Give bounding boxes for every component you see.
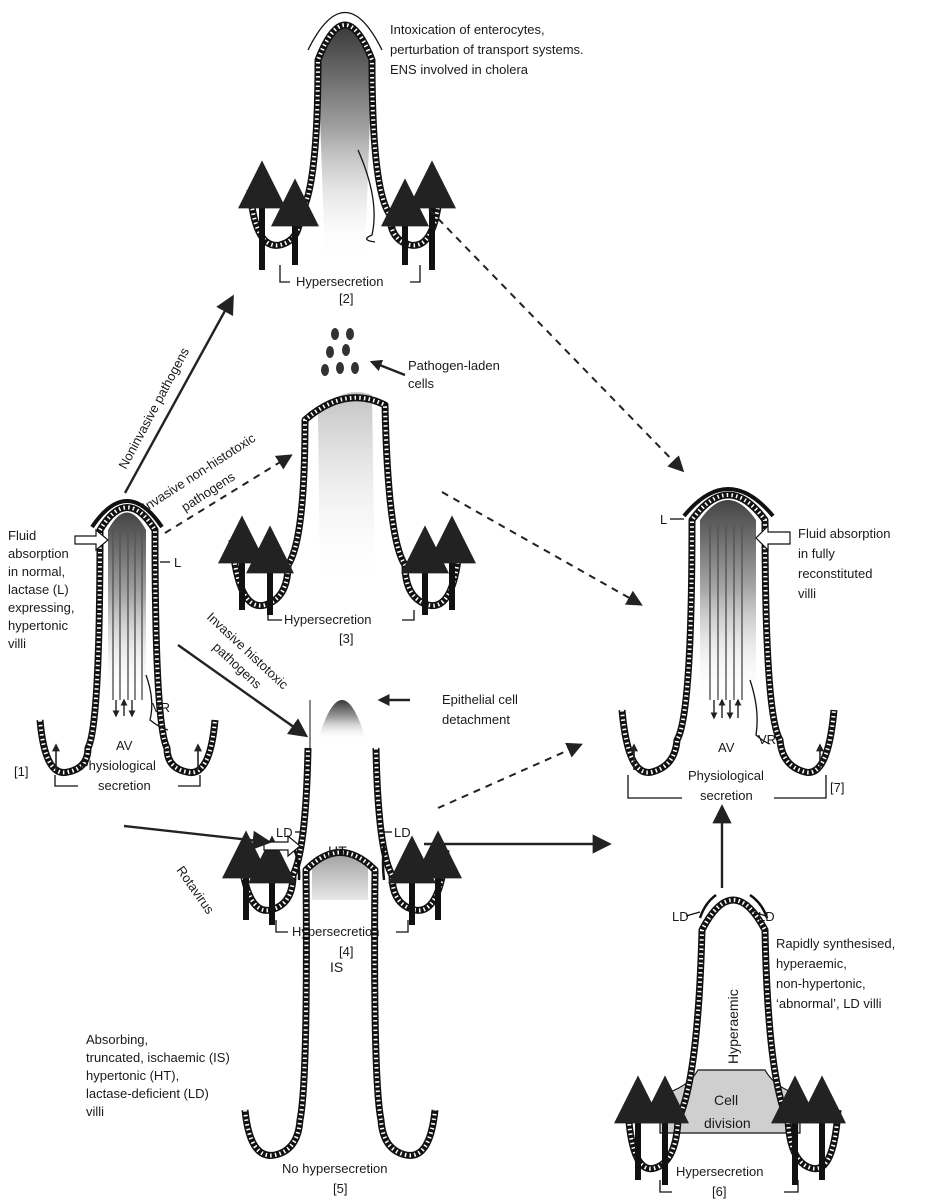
panel-1-vr: VR (152, 700, 170, 715)
panel-5-desc-5: villi (86, 1104, 104, 1119)
panel-2-desc-3: ENS involved in cholera (390, 62, 529, 77)
arrow-invasive-non-histotoxic (165, 456, 290, 533)
panel-1-secretion-1: Physiological (80, 758, 156, 773)
arrow-2-to-7 (420, 200, 682, 470)
panel-5-ld-right: LD (394, 825, 411, 840)
panel-7-desc-2: in fully (798, 546, 835, 561)
panel-6-secretion: Hypersecretion (676, 1164, 763, 1179)
panel-1-av: AV (116, 738, 133, 753)
panel-1-secretion-2: secretion (98, 778, 151, 793)
panel-6-desc-3: non-hypertonic, (776, 976, 866, 991)
panel-4-note-2: detachment (442, 712, 510, 727)
panel-2-desc-1: Intoxication of enterocytes, (390, 22, 545, 37)
panel-7-av: AV (718, 740, 735, 755)
panel-1-lactase: L (174, 555, 181, 570)
panel-3-secretion: Hypersecretion (284, 612, 371, 627)
panel-7-lactase: L (660, 512, 667, 527)
panel-6-division-1: Cell (714, 1092, 738, 1108)
panel-6-desc-2: hyperaemic, (776, 956, 847, 971)
panel-2-number: [2] (339, 291, 353, 306)
panel-5-is: IS (330, 959, 343, 975)
panel-3-note-1: Pathogen-laden (408, 358, 500, 373)
label-rotavirus: Rotavirus (174, 863, 218, 917)
arrow-rotavirus (124, 826, 268, 842)
panel-3-number: [3] (339, 631, 353, 646)
panel-2-desc-2: perturbation of transport systems. (390, 42, 584, 57)
panel-7-secretion-1: Physiological (688, 768, 764, 783)
panel-6-core-label: Hyperaemic (725, 989, 741, 1064)
panel-7-desc-3: reconstituted (798, 566, 872, 581)
panel-6-number: [6] (712, 1184, 726, 1199)
panel-1-desc-3: in normal, (8, 564, 65, 579)
panel-4-note-1: Epithelial cell (442, 692, 518, 707)
panel-1-number: [1] (14, 764, 28, 779)
panel-5-ht: HT (328, 843, 347, 859)
panel-1-desc-7: villi (8, 636, 26, 651)
panel-2-secretion: Hypersecretion (296, 274, 383, 289)
panel-6-desc-1: Rapidly synthesised, (776, 936, 895, 951)
panel-7-desc-4: villi (798, 586, 816, 601)
panel-1-desc-6: hypertonic (8, 618, 68, 633)
panel-6-desc-4: ‘abnormal’, LD villi (776, 996, 882, 1011)
panel-1-desc-4: lactase (L) (8, 582, 69, 597)
panel-1-desc-5: expressing, (8, 600, 74, 615)
panel-5-number: [5] (333, 1181, 347, 1196)
panel-7-secretion-2: secretion (700, 788, 753, 803)
label-noninvasive: Noninvasive pathogens (115, 345, 192, 472)
panel-1-desc-1: Fluid (8, 528, 36, 543)
panel-5-secretion: No hypersecretion (282, 1161, 388, 1176)
arrow-3-to-7 (442, 492, 640, 604)
panel-5-desc-4: lactase-deficient (LD) (86, 1086, 209, 1101)
panel-6-division-2: division (704, 1115, 751, 1131)
arrow-4-to-7 (438, 745, 580, 808)
panel-7-vr: VR (758, 732, 776, 747)
panel-6-ld-left: LD (672, 909, 689, 924)
panel-5-desc-1: Absorbing, (86, 1032, 148, 1047)
panel-5-desc-3: hypertonic (HT), (86, 1068, 179, 1083)
panel-7-number: [7] (830, 780, 844, 795)
panel-4-number: [4] (339, 944, 353, 959)
panel-3-note-2: cells (408, 376, 435, 391)
panel-5-ld-left: LD (276, 825, 293, 840)
panel-6-ld-right: LD (758, 909, 775, 924)
panel-7-desc-1: Fluid absorption (798, 526, 891, 541)
panel-1-desc-2: absorption (8, 546, 69, 561)
panel-5-desc-2: truncated, ischaemic (IS) (86, 1050, 230, 1065)
